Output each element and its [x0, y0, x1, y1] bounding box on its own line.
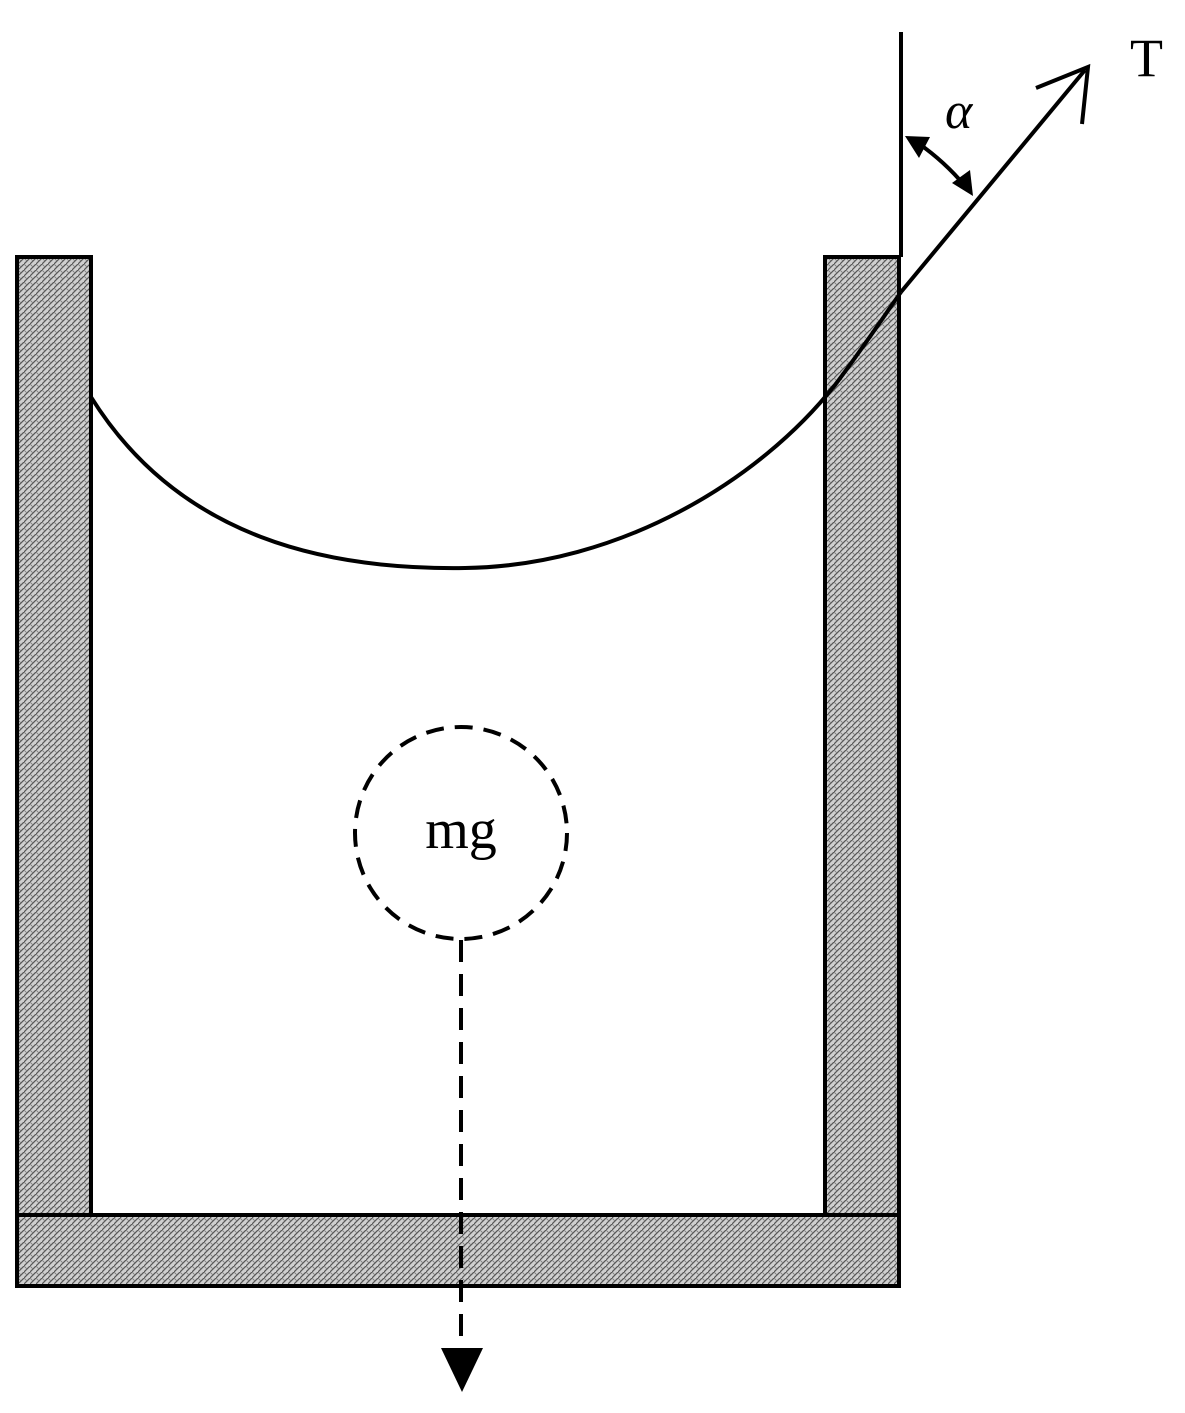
tension-label: T: [1130, 28, 1163, 88]
angle-arrowhead-left: [905, 136, 930, 158]
tension-line: [899, 68, 1087, 294]
right-wall: [823, 255, 901, 1219]
weight-label: mg: [425, 799, 497, 861]
tension-arrowhead: [1035, 63, 1091, 125]
cable-curve: [89, 290, 903, 571]
weight-arrowhead: [441, 1348, 483, 1392]
angle-arrowhead-right: [952, 170, 973, 196]
weight-circle: [353, 725, 569, 941]
bottom-base: [15, 1213, 901, 1288]
left-wall: [15, 255, 93, 1219]
angle-label: α: [945, 83, 974, 140]
